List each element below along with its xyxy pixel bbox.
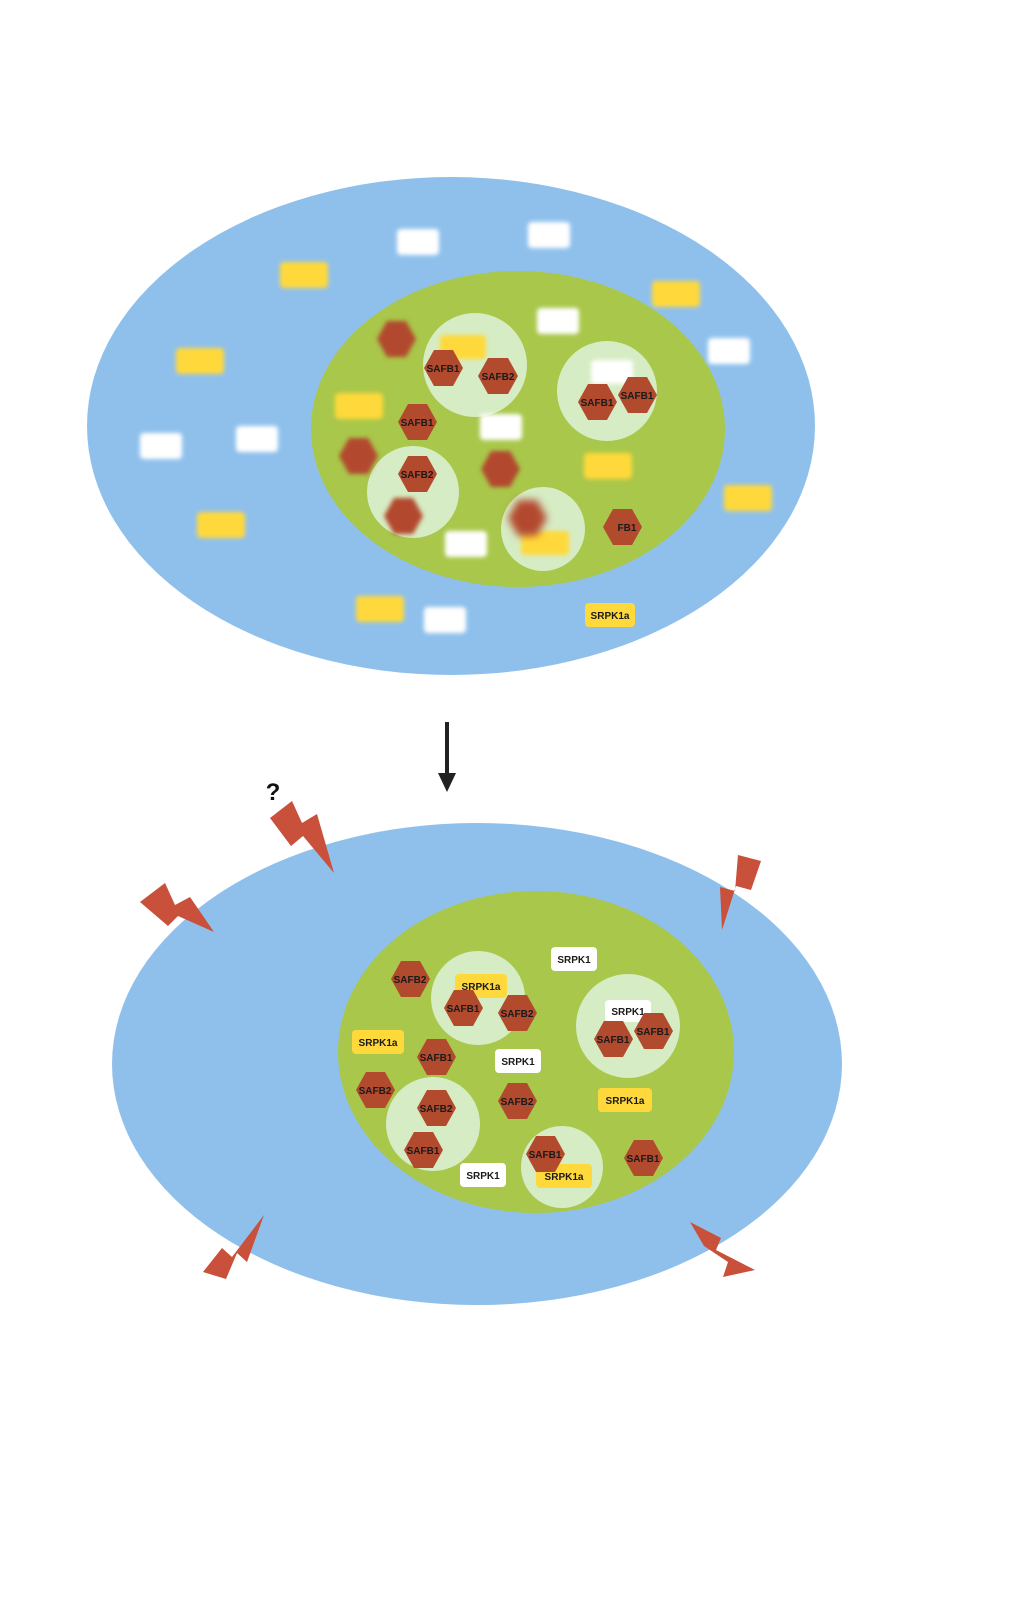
srpk1a-label: SRPK1a xyxy=(606,1096,645,1107)
safb2-label: SAFB2 xyxy=(501,1097,534,1108)
safb1-label: SAFB1 xyxy=(447,1004,480,1015)
srpk1-protein-icon xyxy=(708,338,750,364)
srpk1-protein-icon xyxy=(591,360,633,384)
srpk1a-protein-icon xyxy=(176,348,224,374)
transition-arrow-icon xyxy=(438,722,456,792)
safb2-label: SAFB2 xyxy=(394,975,427,986)
safb-protein-icon xyxy=(377,321,416,357)
safb-protein-icon xyxy=(444,990,483,1026)
safb-protein-icon xyxy=(634,1013,673,1049)
srpk1a-protein-icon xyxy=(197,512,245,538)
safb-protein-icon xyxy=(578,384,617,420)
safb-protein-icon xyxy=(618,377,657,413)
srpk1a-label: SRPK1a xyxy=(462,982,501,993)
srpk1-protein-icon xyxy=(140,433,182,459)
safb-protein-icon xyxy=(594,1021,633,1057)
lightning-bolt-icon xyxy=(140,883,214,932)
srpk1-label: SRPK1 xyxy=(611,1007,645,1018)
srpk1a-protein-icon xyxy=(356,596,404,622)
safb1-label: SAFB1 xyxy=(407,1146,440,1157)
safb-protein-icon xyxy=(404,1132,443,1168)
top-cell: SAFB1 SAFB2 SAFB1 SAFB1 SAFB1 SAFB2 FB1 … xyxy=(87,177,815,675)
srpk1a-protein-icon xyxy=(280,262,328,288)
srpk1a-label: SRPK1a xyxy=(359,1038,398,1049)
lightning-bolt-icon xyxy=(203,1215,264,1279)
srpk1-label: SRPK1 xyxy=(501,1057,535,1068)
safb1-label: SAFB1 xyxy=(420,1053,453,1064)
safb-protein-icon xyxy=(339,438,378,474)
safb-protein-icon xyxy=(603,509,642,545)
srpk1-protein-icon xyxy=(236,426,278,452)
srpk1-protein-icon xyxy=(605,1000,651,1022)
safb-protein-icon xyxy=(481,451,520,487)
srpk1-label: SRPK1 xyxy=(557,955,591,966)
safb-protein-icon xyxy=(526,1136,565,1172)
srpk1-protein-icon xyxy=(528,222,570,248)
srpk1-protein-icon xyxy=(495,1049,541,1073)
lightning-bolt-icon xyxy=(270,801,334,873)
safb-protein-icon xyxy=(624,1140,663,1176)
question-mark: ? xyxy=(266,779,281,806)
safb-protein-icon xyxy=(356,1072,395,1108)
safb-protein-icon xyxy=(391,961,430,997)
safb-protein-icon xyxy=(424,350,463,386)
srpk1-protein-icon xyxy=(480,414,522,440)
safb-protein-icon xyxy=(498,1083,537,1119)
safb-protein-icon xyxy=(508,500,547,536)
safb-protein-icon xyxy=(498,995,537,1031)
srpk1-protein-icon xyxy=(424,607,466,633)
bottom-cell: SRPK1 SRPK1 SRPK1 SRPK1 SRPK1a SRPK1a SR… xyxy=(112,823,842,1305)
safb2-label: SAFB2 xyxy=(501,1009,534,1020)
safb1-label: SAFB1 xyxy=(427,364,460,375)
safb1-label: SAFB1 xyxy=(597,1035,630,1046)
srpk1a-protein-icon xyxy=(521,531,569,555)
safb-protein-icon xyxy=(417,1039,456,1075)
srpk1a-protein-icon xyxy=(335,393,383,419)
srpk1-protein-icon xyxy=(460,1163,506,1187)
safb1-label: SAFB1 xyxy=(529,1150,562,1161)
srpk1-protein-icon xyxy=(537,308,579,334)
srpk1-protein-icon xyxy=(445,531,487,557)
srpk1a-protein-icon xyxy=(652,281,700,307)
srpk1-label: SRPK1 xyxy=(466,1171,500,1182)
srpk1a-label: SRPK1a xyxy=(545,1172,584,1183)
lightning-bolt-icon xyxy=(690,1222,755,1277)
stress-signals xyxy=(140,801,761,1279)
srpk1a-protein-icon xyxy=(724,485,772,511)
srpk1a-protein-icon xyxy=(585,603,635,627)
safb2-label: SAFB2 xyxy=(420,1104,453,1115)
srpk1a-protein-icon xyxy=(584,453,632,479)
safb2-label: SAFB2 xyxy=(401,470,434,481)
lightning-bolt-icon xyxy=(720,855,761,930)
safb1-label: SAFB1 xyxy=(627,1154,660,1165)
srpk1-protein-icon xyxy=(397,229,439,255)
srpk1-protein-icon xyxy=(551,947,597,971)
safb-protein-icon xyxy=(478,358,518,394)
safb2-label: SAFB2 xyxy=(482,372,515,383)
srpk1a-protein-icon xyxy=(352,1030,404,1054)
safb2-label: SAFB2 xyxy=(359,1086,392,1097)
safb1-label: SAFB1 xyxy=(621,391,654,402)
safb1-label: SAFB1 xyxy=(581,398,614,409)
safb-protein-icon xyxy=(384,498,423,534)
nuclear-speckle xyxy=(501,487,585,571)
srpk1a-protein-icon xyxy=(598,1088,652,1112)
safb1-label: SAFB1 xyxy=(401,418,434,429)
safb1-label: SAFB1 xyxy=(637,1027,670,1038)
srpk1a-label: SRPK1a xyxy=(591,611,630,622)
safb-protein-icon xyxy=(417,1090,456,1126)
safb-protein-icon xyxy=(398,456,437,492)
safb-protein-icon xyxy=(398,404,437,440)
safb1-label-partial: FB1 xyxy=(618,523,637,534)
